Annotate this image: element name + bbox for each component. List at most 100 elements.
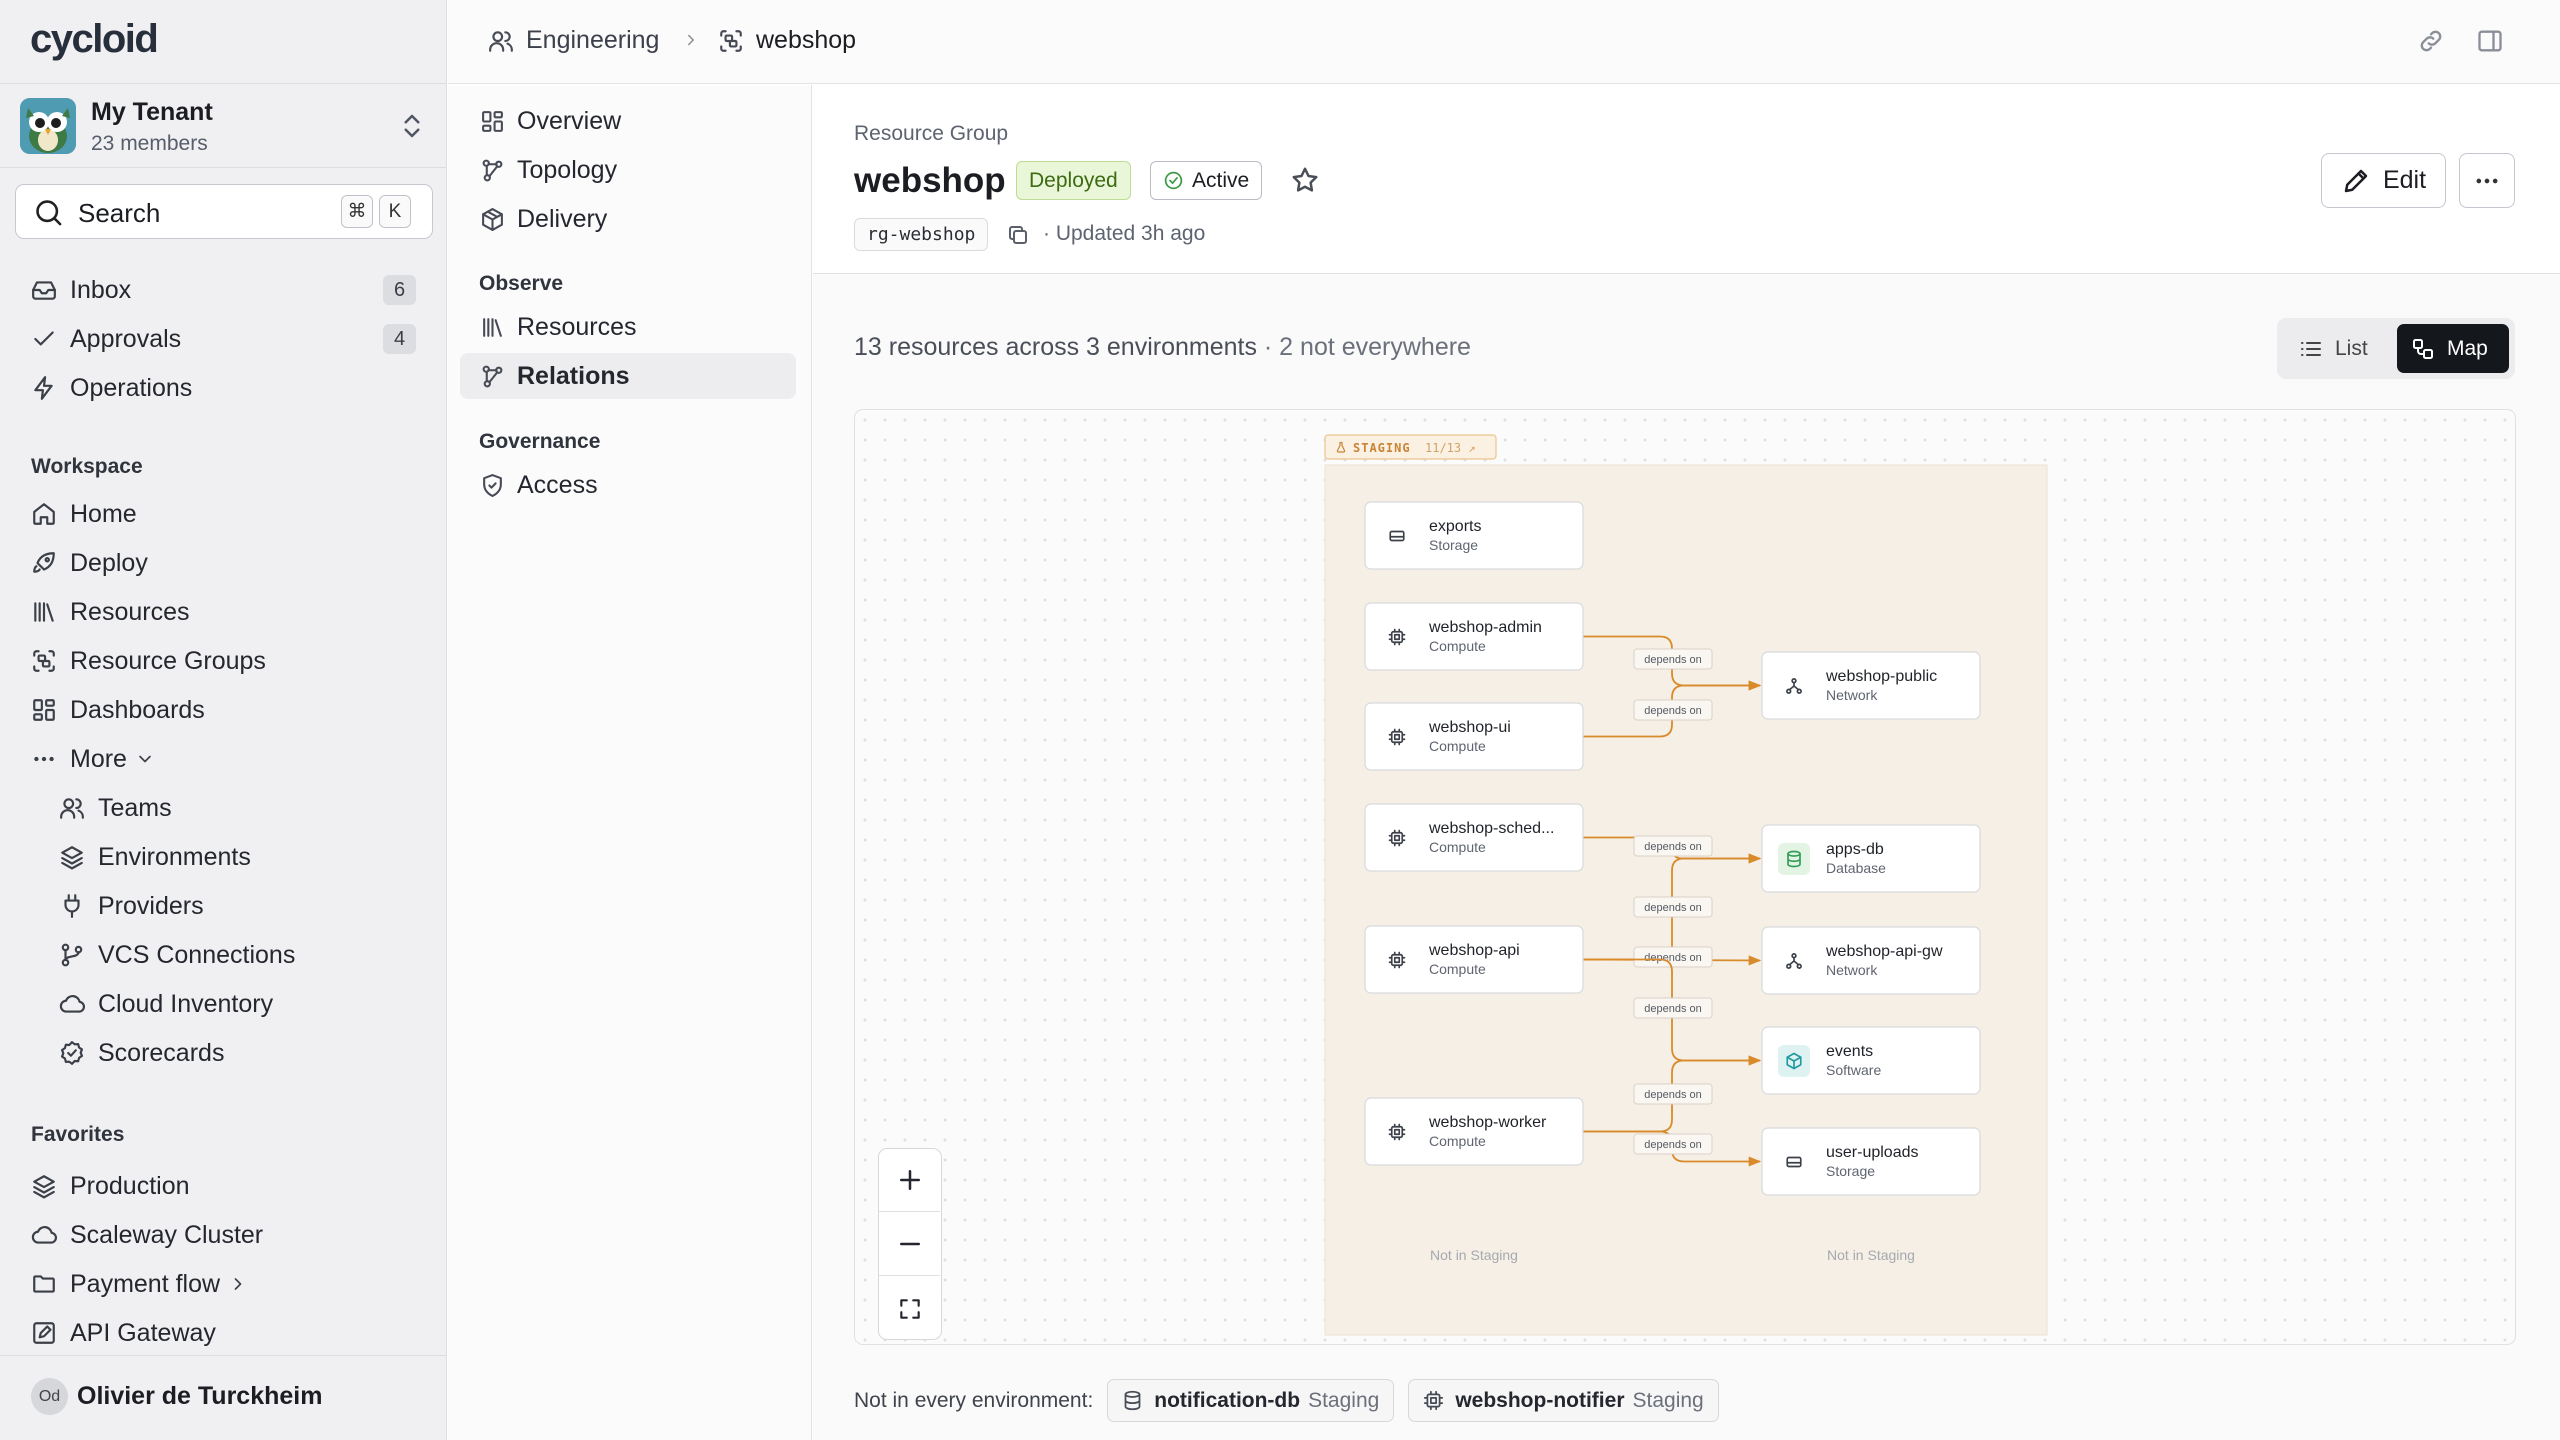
panel-toggle-icon[interactable] [2476,27,2504,55]
cpu-icon [1423,1390,1444,1411]
favorite-scaleway-cluster[interactable]: Scaleway Cluster [31,1215,263,1255]
nav-approvals[interactable]: Approvals [31,319,181,359]
nav-label: Cloud Inventory [98,989,274,1018]
nav-dashboards[interactable]: Dashboards [31,690,205,730]
map-view-button[interactable]: Map [2397,324,2509,373]
edge-label: depends on [1644,902,1702,914]
nav-inbox[interactable]: Inbox [31,270,131,310]
nav-vcs-connections[interactable]: VCS Connections [59,935,295,975]
list-view-label: List [2335,336,2368,360]
layers-icon [31,1173,57,1199]
favorites-section-label: Favorites [31,1123,125,1146]
node-icon-bg [1778,843,1810,875]
nav-deploy[interactable]: Deploy [31,543,148,583]
resource-node[interactable]: webshop-sched...Compute [1364,803,1584,872]
breadcrumb-label: Engineering [526,26,660,54]
chevrons-up-down-icon[interactable] [397,111,427,141]
node-type: Storage [1429,537,1478,553]
user-menu[interactable]: Od Olivier de Turckheim [0,1355,446,1440]
expand-icon [897,1296,923,1322]
fit-view-button[interactable] [879,1277,940,1340]
node-card [1761,651,1981,720]
environment-label: STAGING [1353,441,1411,455]
chevron-down-icon [135,749,155,769]
subnav-overview[interactable]: Overview [460,98,796,144]
chevron-right-icon[interactable] [228,1274,248,1294]
nav-providers[interactable]: Providers [59,886,204,926]
favorite-production[interactable]: Production [31,1166,190,1206]
favorite-api-gateway[interactable]: API Gateway [31,1313,216,1353]
edge-label-box [1633,835,1713,857]
subnav-relations[interactable]: Relations [460,353,796,399]
shortcut-mod-key: ⌘ [341,195,373,228]
tenant-switcher[interactable]: My Tenant 23 members [0,83,446,168]
missing-resource-chip[interactable]: notification-db Staging [1107,1379,1395,1422]
cloud-icon [59,991,85,1017]
inbox-icon [31,277,57,303]
user-name: Olivier de Turckheim [77,1382,323,1410]
copy-icon[interactable] [1006,223,1030,247]
zoom-in-button[interactable] [879,1149,940,1212]
breadcrumb-webshop[interactable]: webshop [718,26,856,55]
nav-resources[interactable]: Resources [31,592,190,632]
cpu-icon [1388,1123,1406,1141]
missing-resource-chip[interactable]: webshop-notifier Staging [1408,1379,1719,1422]
nav-home[interactable]: Home [31,494,137,534]
nav-label: More [70,744,127,773]
breadcrumb-engineering[interactable]: Engineering [488,26,659,55]
top-bar: Engineering webshop [448,0,2560,84]
cycloid-logo[interactable]: cycloid [30,14,159,64]
database-icon [1122,1390,1143,1411]
tenant-avatar [20,98,76,154]
topology-icon [480,364,505,389]
network-icon [1786,678,1802,694]
subnav-resources[interactable]: Resources [460,304,796,350]
dashboard-icon [31,697,57,723]
edge-label: depends on [1644,654,1702,666]
search-label: Search [78,198,161,228]
subnav-access[interactable]: Access [460,462,796,508]
plus-icon [895,1165,925,1195]
resource-group-subnav: Overview Topology Delivery Observe Resou… [448,85,812,1440]
search-button[interactable]: Search ⌘ K [15,184,433,239]
list-view-button[interactable]: List [2285,324,2382,373]
nav-operations[interactable]: Operations [31,368,192,408]
subnav-delivery[interactable]: Delivery [460,196,796,242]
topology-icon [480,158,505,183]
search-icon [33,197,64,228]
nav-cloud-inventory[interactable]: Cloud Inventory [59,984,273,1024]
node-type: Network [1826,687,1878,703]
not-in-environment-label: Not in Staging [1430,1247,1518,1263]
nav-resource-groups[interactable]: Resource Groups [31,641,266,681]
star-icon[interactable] [1290,165,1320,195]
subnav-topology[interactable]: Topology [460,147,796,193]
nav-more-toggle[interactable]: More [31,739,168,779]
nav-environments[interactable]: Environments [59,837,251,877]
nav-label: Approvals [70,324,182,353]
more-actions-button[interactable] [2459,153,2515,208]
edge-label-box [1633,1083,1713,1105]
nav-teams[interactable]: Teams [59,788,172,828]
link-icon[interactable] [2417,27,2445,55]
nav-label: Home [70,499,137,528]
pencil-icon [2341,166,2371,196]
subnav-label: Resources [517,312,637,341]
favorite-payment-flow[interactable]: Payment flow [31,1264,261,1304]
edit-button[interactable]: Edit [2321,153,2446,208]
bolt-icon [31,375,57,401]
node-type: Network [1826,962,1878,978]
nav-scorecards[interactable]: Scorecards [59,1033,224,1073]
zoom-out-button[interactable] [879,1213,940,1276]
edge-label-box [1633,699,1713,721]
